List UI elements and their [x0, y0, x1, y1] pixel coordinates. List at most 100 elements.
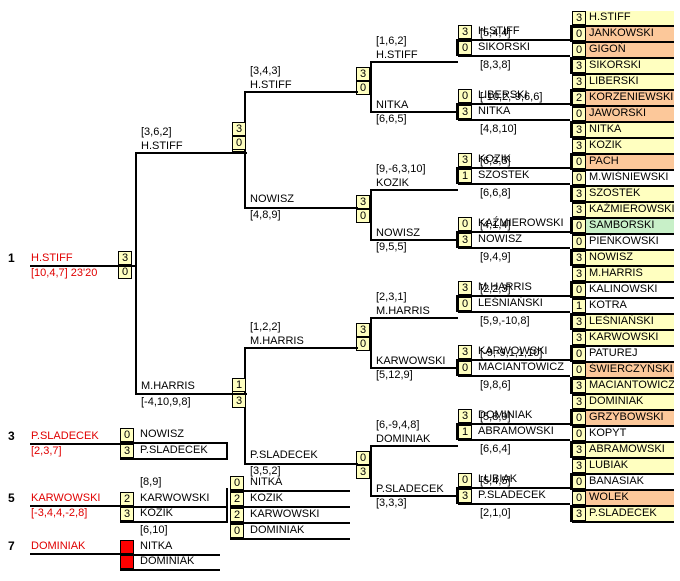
bracket-line	[372, 367, 458, 369]
bracket-line	[572, 201, 674, 203]
set-score: [8,3,8]	[480, 59, 511, 71]
bracket-line	[572, 457, 674, 459]
bracket-line	[120, 521, 228, 523]
first-round-player: P.SLADECEK	[586, 507, 674, 521]
first-round-player: NITKA	[586, 123, 674, 137]
fifth-semi-player: KARWOWSKI	[250, 508, 320, 520]
bracket-line	[456, 39, 458, 56]
bracket-line	[570, 121, 572, 138]
bracket-line	[456, 295, 458, 312]
bracket-line	[570, 441, 572, 458]
rank-player: H.STIFF	[31, 252, 73, 264]
set-score: [6,6,4]	[480, 443, 511, 455]
round2-score: 1	[458, 425, 472, 439]
bracket-line	[572, 345, 674, 347]
rank-player: P.SLADECEK	[31, 430, 99, 442]
round3-player: H.STIFF	[376, 49, 418, 61]
seventh-set: [6,10]	[140, 524, 168, 536]
bracket-line	[458, 247, 570, 249]
bracket-line	[570, 89, 572, 106]
round3-score: 3	[356, 195, 370, 209]
round4-set: [3,4,3]	[250, 65, 281, 77]
first-round-score: 0	[572, 219, 586, 233]
rank-player: KARWOWSKI	[31, 492, 101, 504]
fifth-semi-score: 2	[230, 492, 244, 506]
bracket-line	[120, 442, 228, 444]
round2-player: SZOSTEK	[478, 169, 530, 181]
bracket-line	[458, 423, 570, 425]
bracket-line	[572, 393, 674, 395]
bracket-line	[572, 249, 674, 251]
first-round-score: 3	[572, 459, 586, 473]
first-round-player: PACH	[586, 155, 674, 169]
bracket-line	[458, 167, 570, 169]
round2-player: SIKORSKI	[478, 41, 530, 53]
rank-detail: [-3,4,4,-2,8]	[31, 507, 88, 519]
round3-score: 3	[356, 323, 370, 337]
first-round-score: 3	[572, 139, 586, 153]
bracket-line	[572, 105, 674, 107]
bracket-line	[458, 503, 570, 505]
round2-score: 0	[458, 473, 472, 487]
round2-score: 3	[458, 409, 472, 423]
round5-score: 3	[118, 251, 132, 265]
bracket-line	[370, 445, 372, 497]
round2-player: KOZIK	[478, 153, 512, 165]
third-score: 3	[120, 444, 134, 458]
first-round-score: 3	[572, 11, 586, 25]
first-round-player: NOWISZ	[586, 251, 674, 265]
round2-score: 0	[458, 41, 472, 55]
bracket-line	[230, 490, 350, 492]
first-round-score: 0	[572, 171, 586, 185]
first-round-player: M.WIŚNIEWSKI	[586, 171, 674, 185]
round2-player: ABRAMOWSKI	[478, 425, 554, 437]
first-round-score: 3	[572, 267, 586, 281]
bracket-line	[572, 233, 674, 235]
first-round-score: 3	[572, 203, 586, 217]
round3-score: 0	[356, 337, 370, 351]
bracket-line	[572, 217, 674, 219]
bracket-line	[246, 463, 358, 465]
fifth-player: KARWOWSKI	[140, 492, 210, 504]
bracket-line	[458, 231, 570, 233]
first-round-player: PIEŃKOWSKI	[586, 235, 674, 249]
bracket-line	[570, 473, 572, 490]
bracket-line	[30, 553, 120, 555]
first-round-score: 0	[572, 27, 586, 41]
first-round-player: H.STIFF	[586, 11, 674, 25]
bracket-line	[372, 495, 458, 497]
round5-player: H.STIFF	[141, 140, 183, 152]
fifth-semi-player: DOMINIAK	[250, 524, 305, 536]
rank-number: 5	[8, 491, 15, 505]
first-round-player: JAWORSKI	[586, 107, 674, 121]
first-round-score: 3	[572, 331, 586, 345]
bracket-line	[30, 443, 120, 445]
fifth-player: KOZIK	[140, 507, 174, 519]
bracket-line	[458, 311, 570, 313]
bracket-line	[572, 169, 674, 171]
third-score: 0	[120, 428, 134, 442]
bracket-line	[570, 377, 572, 394]
round4-set: [3,5,2]	[250, 465, 281, 477]
bracket-line	[572, 25, 674, 27]
round2-player: MACIANTOWICZ	[478, 361, 564, 373]
round2-score: 3	[458, 25, 472, 39]
set-score: [4,8,10]	[480, 123, 517, 135]
bracket-line	[458, 375, 570, 377]
first-round-score: 3	[572, 315, 586, 329]
rank-detail: [2,3,7]	[31, 445, 62, 457]
rank-detail: [10,4,7] 23'20	[31, 267, 98, 279]
round2-score: 3	[458, 281, 472, 295]
bracket-line	[570, 153, 572, 170]
round2-score: 1	[458, 169, 472, 183]
third-player: P.SLADECEK	[140, 444, 208, 456]
bracket-line	[572, 521, 674, 523]
first-round-score: 3	[572, 507, 586, 521]
bracket-line	[572, 57, 674, 59]
set-score: [6,3,5]	[480, 155, 511, 167]
first-round-player: GRZYBOWSKI	[586, 411, 674, 425]
first-round-player: PATUREJ	[586, 347, 674, 361]
set-score: [2,2,3]	[480, 283, 511, 295]
set-score: [6,6,8]	[480, 187, 511, 199]
